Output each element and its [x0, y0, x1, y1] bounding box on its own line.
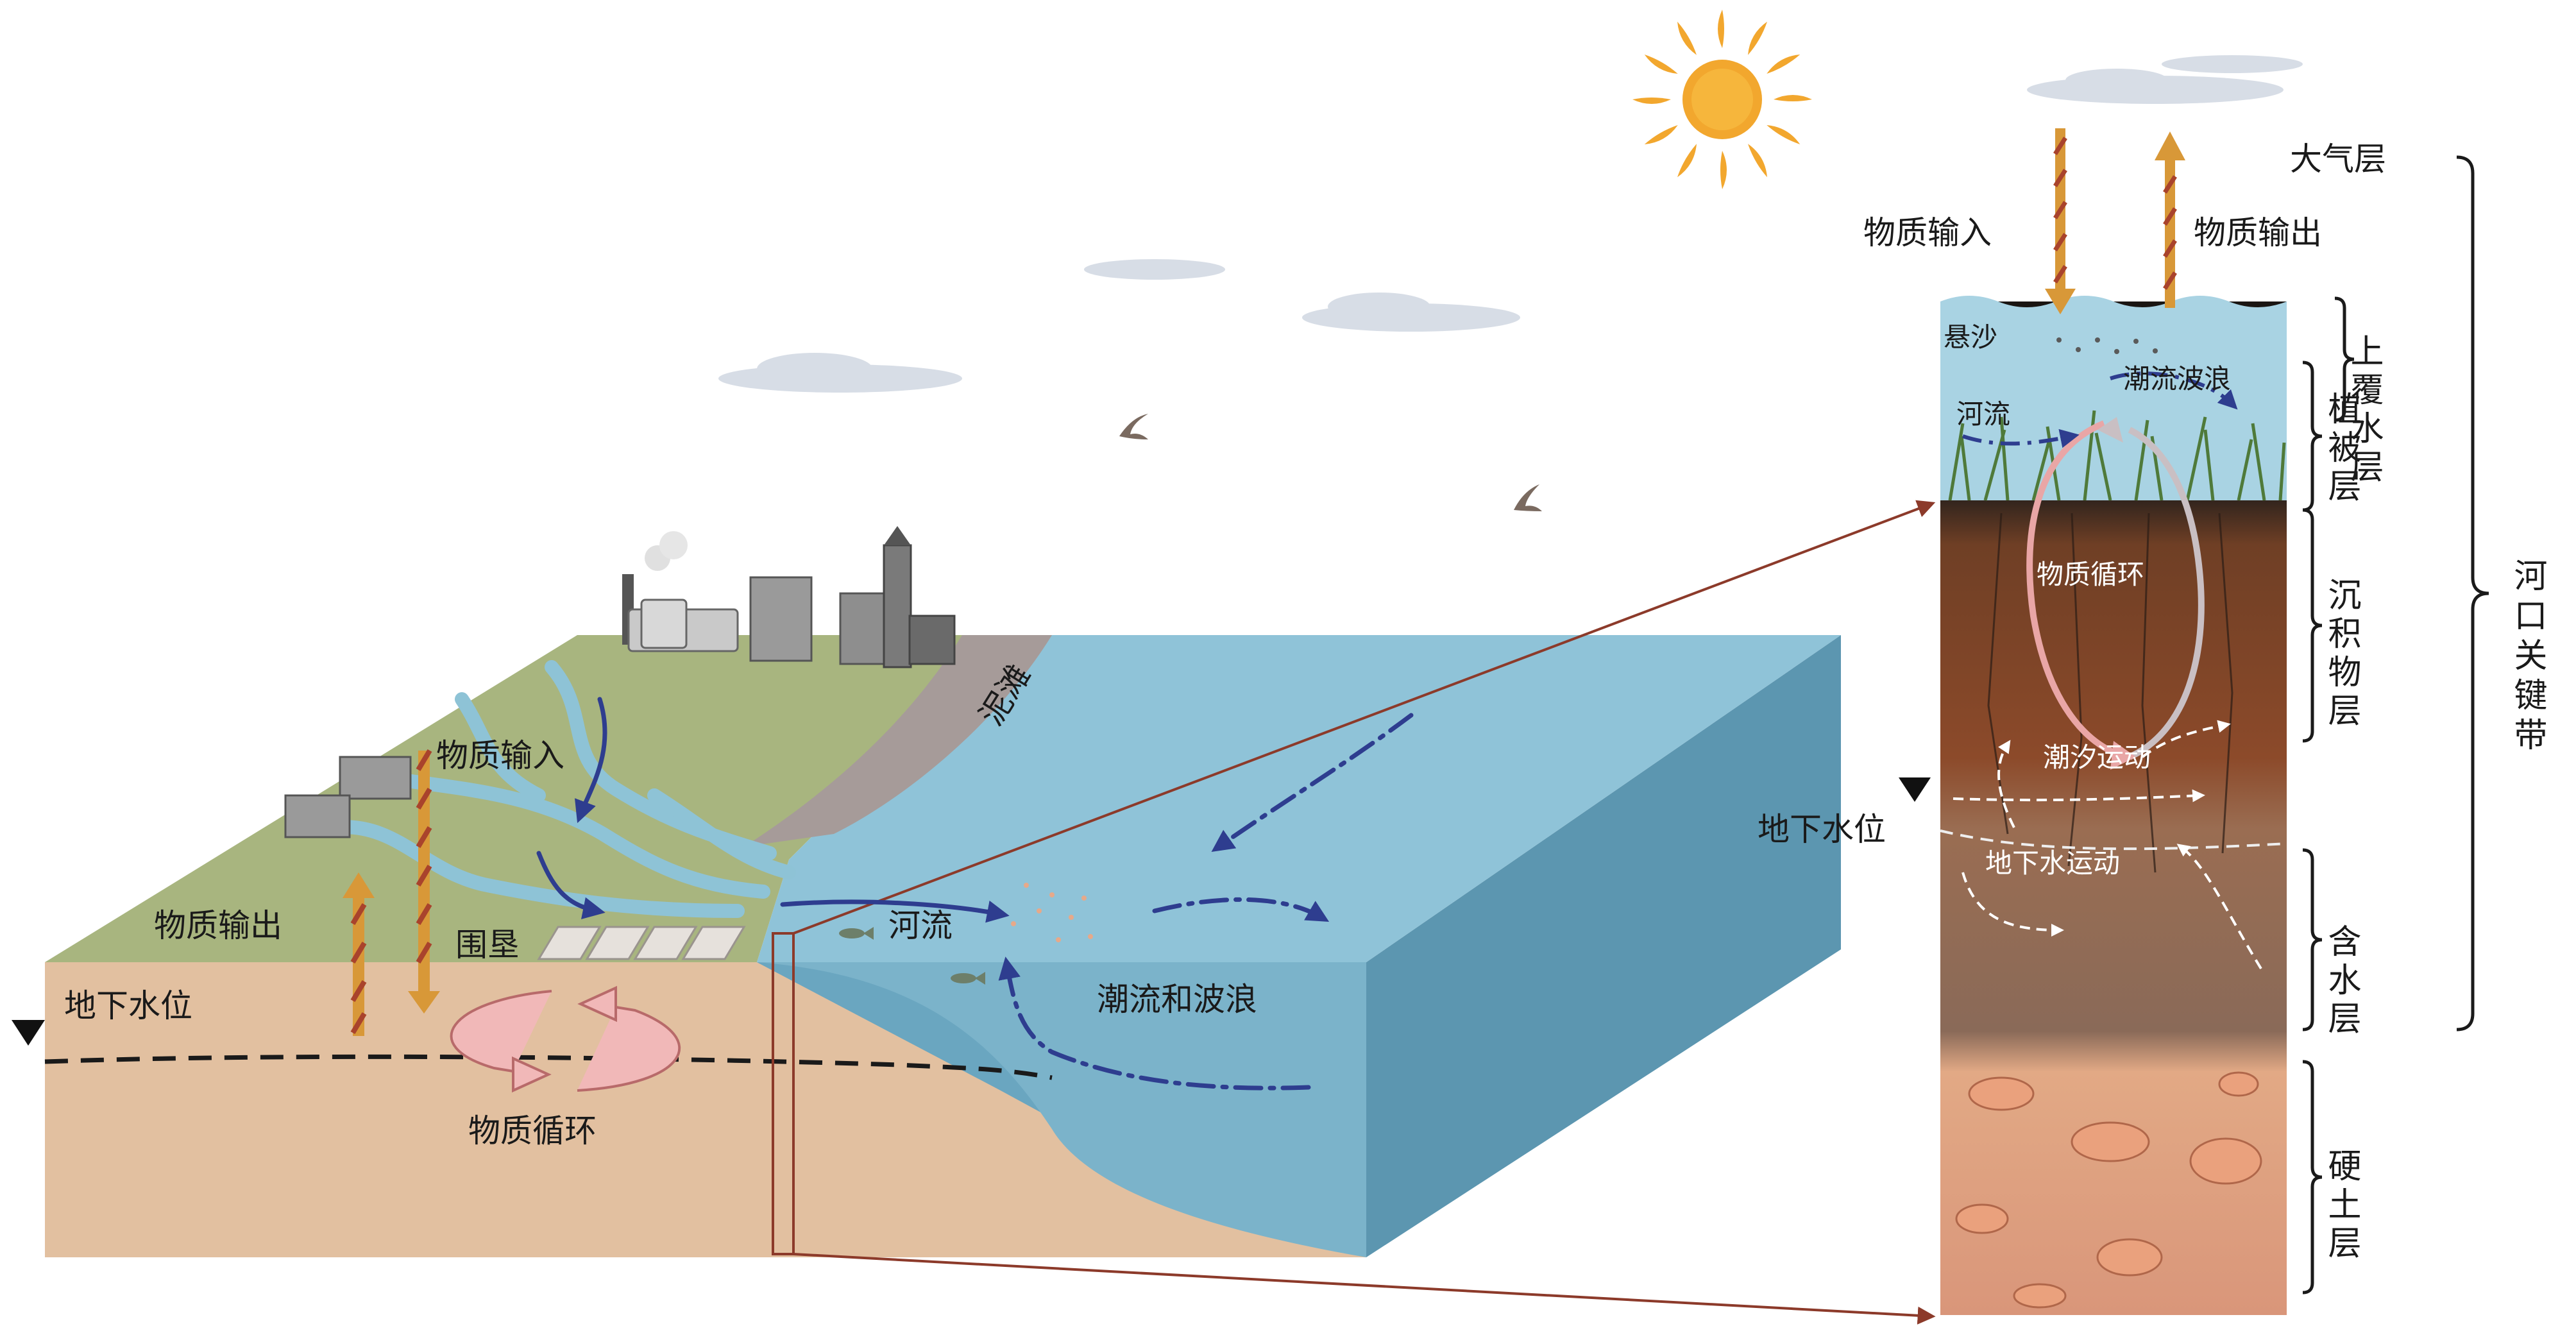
atmosphere-label: 大气层 — [2290, 140, 2386, 178]
column-material-cycle-label: 物质循环 — [2037, 559, 2144, 590]
land-river-label: 河流 — [888, 907, 953, 944]
column-river-label: 河流 — [1956, 398, 2010, 430]
vegetation-layer-label: 植被层 — [2322, 391, 2360, 507]
material-input-arrow — [408, 749, 440, 1014]
column-material-input-label: 物质输入 — [1863, 214, 1992, 251]
material-cycle-arrows — [2026, 417, 2205, 770]
groundwater-motion-label: 地下水运动 — [1985, 847, 2120, 879]
layer-brackets — [2302, 155, 2489, 1295]
bird-icon — [1514, 484, 1542, 511]
tide-wave-label: 潮流和波浪 — [1097, 981, 1257, 1018]
suspended-sediment-label: 悬沙 — [1944, 321, 1997, 353]
column-input-arrow — [2045, 128, 2076, 314]
soil-column — [1899, 296, 2287, 1315]
cloud-icon — [718, 55, 2303, 393]
land-material-output-label: 物质输出 — [154, 907, 282, 944]
reclamation-label: 围垦 — [455, 926, 520, 964]
column-tide-wave-label: 潮流波浪 — [2123, 363, 2231, 395]
suspended-sediment-dots — [1011, 883, 1093, 942]
sun-icon — [1632, 10, 1812, 189]
hardpan-layer-label: 硬土层 — [2322, 1148, 2360, 1264]
column-groundwater-label: 地下水位 — [1758, 811, 1886, 848]
column-selection-box — [772, 932, 795, 1255]
landscape-block — [12, 500, 1936, 1325]
tidal-motion-label: 潮汐运动 — [2043, 742, 2151, 773]
river-flow-arrows — [536, 697, 1010, 923]
fish-icon — [951, 972, 985, 985]
critical-zone-label: 河口关键带 — [2508, 558, 2546, 757]
overlying-water-layer-label: 上覆水层 — [2344, 334, 2383, 488]
material-output-arrow — [343, 872, 375, 1036]
material-cycle-arrows — [450, 985, 681, 1093]
building-icon — [284, 756, 412, 838]
water-table-marker-icon — [1899, 777, 1931, 802]
water-table-marker-icon — [12, 1020, 45, 1046]
sediment-layer-label: 沉积物层 — [2322, 577, 2360, 731]
aquifer-layer-label: 含水层 — [2322, 924, 2360, 1039]
fish-icon — [839, 927, 874, 940]
factory-icon — [622, 531, 739, 652]
land-material-cycle-label: 物质循环 — [468, 1112, 597, 1150]
column-output-arrow — [2155, 132, 2185, 308]
tide-wave-arrows — [998, 713, 1414, 1091]
bird-icon — [1119, 414, 1148, 439]
building-icon — [749, 526, 956, 668]
land-material-input-label: 物质输入 — [436, 737, 564, 774]
land-groundwater-label: 地下水位 — [64, 987, 192, 1024]
column-material-output-label: 物质输出 — [2194, 214, 2322, 251]
reclamation-plots — [537, 926, 746, 960]
